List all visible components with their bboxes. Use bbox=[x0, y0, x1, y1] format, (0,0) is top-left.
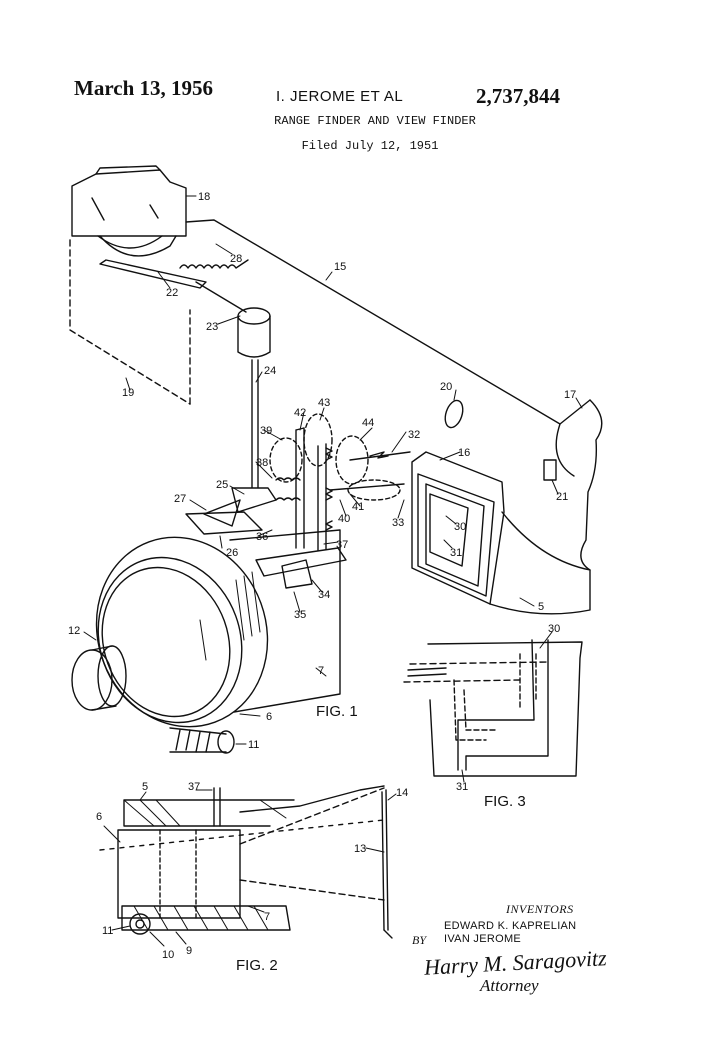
numeral-20: 20 bbox=[440, 381, 452, 393]
knob-12 bbox=[71, 645, 127, 711]
fig3-diagram bbox=[403, 639, 583, 777]
patent-number: 2,737,844 bbox=[476, 84, 560, 108]
numeral-31: 31 bbox=[450, 547, 462, 559]
numeral-42: 42 bbox=[294, 407, 306, 419]
fig3-numeral-30: 30 bbox=[548, 623, 560, 635]
numeral-22: 22 bbox=[166, 287, 178, 299]
numeral-27: 27 bbox=[174, 493, 186, 505]
rod-24 bbox=[251, 359, 259, 489]
fig1-label: FIG. 1 bbox=[316, 703, 358, 720]
inventor-name-2: IVAN JEROME bbox=[444, 933, 522, 945]
numeral-26: 26 bbox=[226, 547, 238, 559]
patent-date: March 13, 1956 bbox=[74, 76, 214, 100]
camera-body-7 bbox=[95, 529, 341, 728]
rack-37-fig2 bbox=[213, 787, 221, 827]
fig2-numeral-11: 11 bbox=[102, 925, 113, 937]
numeral-25: 25 bbox=[216, 479, 228, 491]
numeral-11: 11 bbox=[248, 739, 259, 751]
numeral-39: 39 bbox=[260, 425, 272, 437]
screen-19 bbox=[69, 239, 191, 405]
inventors-heading: INVENTORS bbox=[506, 902, 574, 916]
fig2-numeral-13: 13 bbox=[354, 843, 366, 855]
by-label: BY bbox=[412, 933, 427, 947]
attorney-label: Attorney bbox=[480, 976, 539, 995]
numeral-40: 40 bbox=[338, 513, 350, 525]
numeral-19: 19 bbox=[122, 387, 134, 399]
lever-22 bbox=[99, 259, 207, 289]
viewfinder-16 bbox=[411, 451, 591, 615]
rack-42 bbox=[295, 427, 305, 549]
fig2-diagram bbox=[99, 785, 393, 939]
numeral-7: 7 bbox=[318, 665, 324, 677]
numeral-21: 21 bbox=[556, 491, 568, 503]
cam-follower-23 bbox=[237, 307, 271, 358]
numeral-37: 37 bbox=[336, 539, 348, 551]
fig3-label: FIG. 3 bbox=[484, 793, 526, 810]
numeral-15: 15 bbox=[334, 261, 346, 273]
numeral-41: 41 bbox=[352, 501, 364, 513]
roller-11 bbox=[169, 727, 235, 754]
numeral-30: 30 bbox=[454, 521, 466, 533]
numeral-38: 38 bbox=[256, 457, 268, 469]
spring-28 bbox=[179, 259, 249, 269]
fig2-numeral-7: 7 bbox=[264, 911, 270, 923]
fig2-label: FIG. 2 bbox=[236, 957, 278, 974]
numeral-35: 35 bbox=[294, 609, 306, 621]
numeral-12: 12 bbox=[68, 625, 80, 637]
inventor-name-1: EDWARD K. KAPRELIAN bbox=[444, 920, 577, 932]
numeral-24: 24 bbox=[264, 365, 276, 377]
fig2-numeral-10: 10 bbox=[162, 949, 174, 961]
part-21 bbox=[543, 459, 557, 481]
frame-15 bbox=[185, 219, 591, 425]
base-35 bbox=[255, 547, 347, 577]
fig3-numeral-31: 31 bbox=[456, 781, 468, 793]
fig2-numeral-14: 14 bbox=[396, 787, 408, 799]
fig2-numeral-5: 5 bbox=[142, 781, 148, 793]
numeral-33: 33 bbox=[392, 517, 404, 529]
patent-title: RANGE FINDER AND VIEW FINDER bbox=[274, 114, 476, 128]
mirror-housing-18 bbox=[71, 165, 187, 257]
numeral-43: 43 bbox=[318, 397, 330, 409]
filed-date: Filed July 12, 1951 bbox=[301, 139, 439, 153]
inventor-header: I. JEROME ET AL bbox=[276, 88, 404, 105]
numeral-18: 18 bbox=[198, 191, 210, 203]
numeral-16: 16 bbox=[458, 447, 470, 459]
numeral-23: 23 bbox=[206, 321, 218, 333]
cam-25 bbox=[185, 487, 277, 535]
fig2-numeral-9: 9 bbox=[186, 945, 192, 957]
numeral-32: 32 bbox=[408, 429, 420, 441]
fig2-numeral-6: 6 bbox=[96, 811, 102, 823]
numeral-28: 28 bbox=[230, 253, 242, 265]
numeral-5: 5 bbox=[538, 601, 544, 613]
fig2-numeral-37: 37 bbox=[188, 781, 200, 793]
shaft-32 bbox=[349, 451, 411, 461]
numeral-44: 44 bbox=[362, 417, 374, 429]
numeral-17: 17 bbox=[564, 389, 576, 401]
numeral-36: 36 bbox=[256, 531, 268, 543]
numeral-34: 34 bbox=[318, 589, 330, 601]
numeral-6: 6 bbox=[266, 711, 272, 723]
part-20 bbox=[444, 399, 464, 429]
shaft-33 bbox=[329, 483, 405, 491]
rack-37 bbox=[317, 443, 327, 557]
